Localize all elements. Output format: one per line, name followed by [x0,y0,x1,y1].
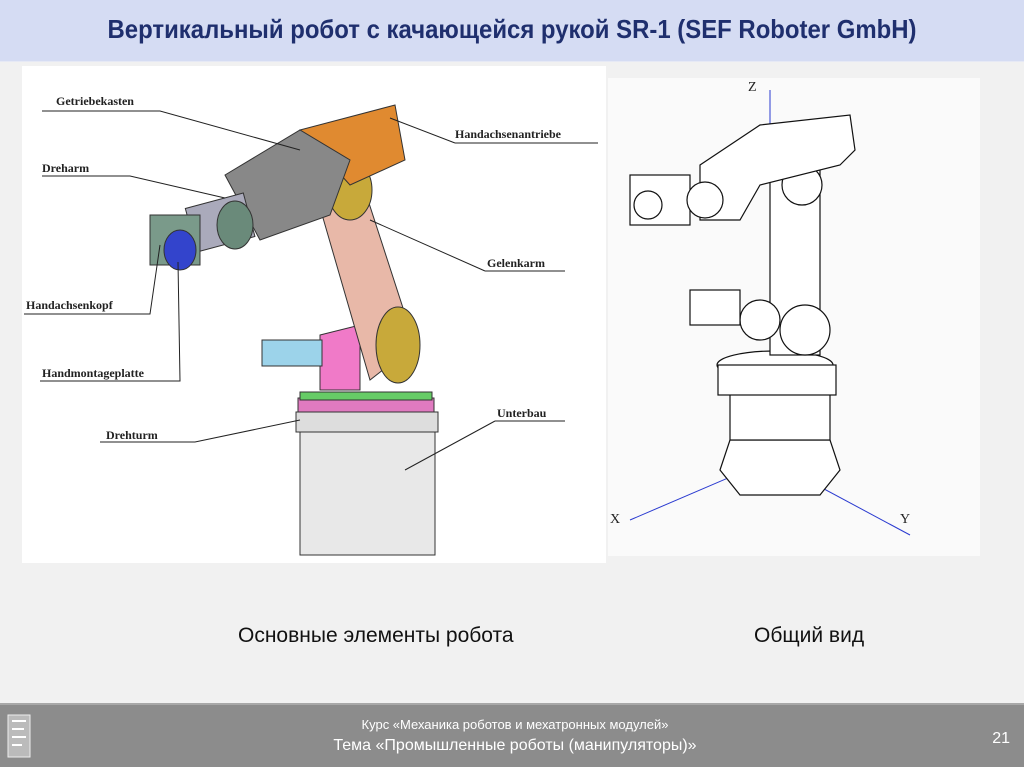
label-unterbau: Unterbau [497,406,547,420]
caption-general-view: Общий вид [754,624,865,647]
slide-header: Вертикальный робот с качающейся рукой SR… [0,0,1024,62]
university-logo-icon [7,714,31,758]
label-getriebekasten: Getriebekasten [56,94,134,108]
label-gelenkarm: Gelenkarm [487,256,545,270]
label-handmontageplatte: Handmontageplatte [42,366,144,380]
axis-label-y: Y [900,512,911,527]
label-drehturm: Drehturm [106,428,158,442]
slide-title: Вертикальный робот с качающейся рукой SR… [107,14,917,44]
topic-name: Тема «Промышленные роботы (манипуляторы)… [333,737,697,754]
axis-label-z: Z [748,80,757,95]
robot-line-drawing [629,90,911,536]
page-number: 21 [992,730,1010,747]
axis-label-x: X [610,512,621,527]
robot-color-drawing [24,104,598,556]
label-handachsenantriebe: Handachsenantriebe [455,127,562,141]
course-name: Курс «Механика роботов и мехатронных мод… [361,717,669,732]
slide-footer: Курс «Механика роботов и мехатронных мод… [0,703,1024,767]
caption-main-elements: Основные элементы робота [238,624,514,647]
robot-components-diagram: Getriebekasten Handachsenantriebe Drehar… [22,66,606,563]
robot-general-view-drawing: Z X Y [608,78,980,556]
label-dreharm: Dreharm [42,161,90,175]
label-handachsenkopf: Handachsenkopf [26,298,113,312]
